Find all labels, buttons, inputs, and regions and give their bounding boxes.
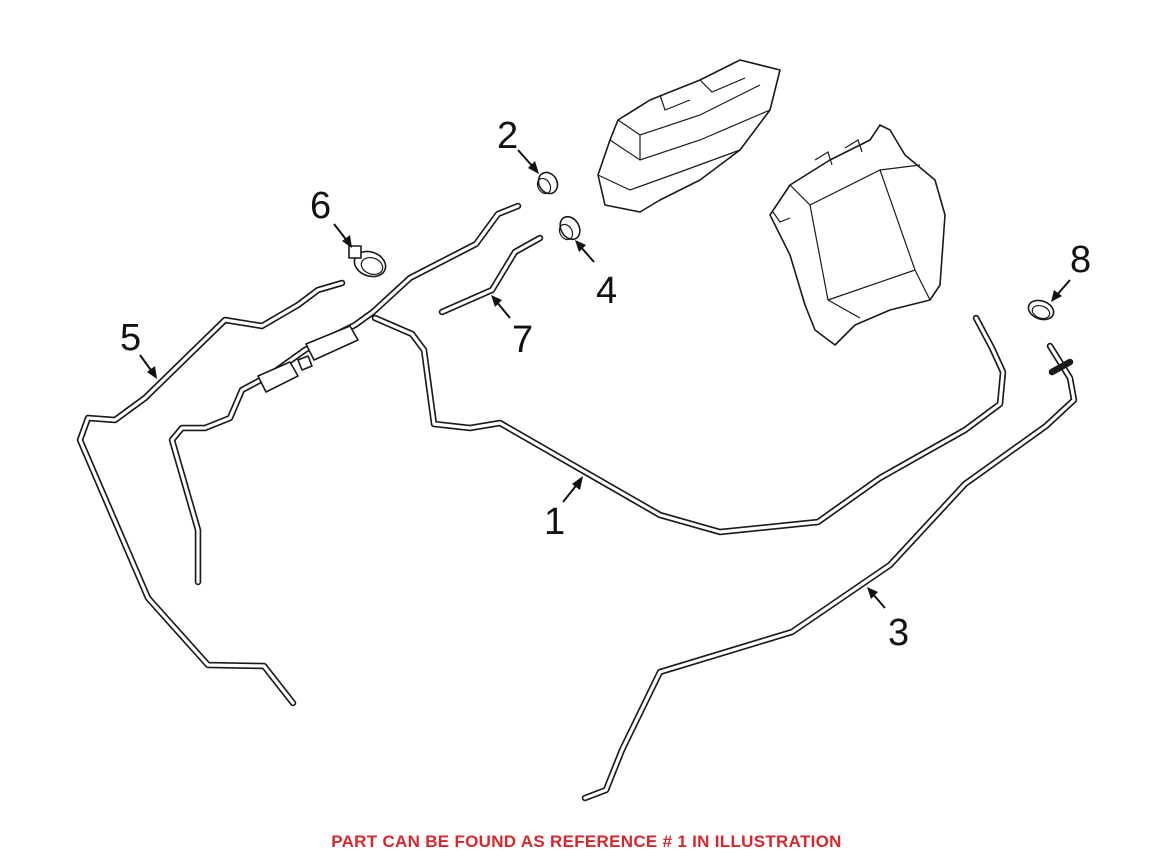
callout-6: 6 (310, 185, 331, 227)
callout-8: 8 (1070, 239, 1091, 281)
callout-7: 7 (512, 319, 533, 361)
tube-part-7 (438, 234, 544, 316)
tube-part-3 (581, 342, 1078, 802)
clamp-part-6 (348, 245, 387, 278)
tube-part-1 (371, 314, 1007, 536)
leader-arrow-3 (867, 587, 886, 609)
upper-housing-part (597, 59, 781, 213)
leader-arrow-7 (491, 295, 511, 319)
callout-1: 1 (544, 501, 565, 543)
tube-with-fittings (168, 202, 522, 586)
leader-arrow-1 (562, 476, 583, 503)
callout-5: 5 (120, 317, 141, 359)
leader-arrow-2 (517, 149, 539, 174)
clamp-part-2 (536, 171, 559, 195)
leader-arrow-6 (333, 223, 352, 248)
callout-3: 3 (888, 612, 909, 654)
reference-note: PART CAN BE FOUND AS REFERENCE # 1 IN IL… (331, 832, 842, 851)
control-module-part (769, 124, 946, 346)
leader-arrow-4 (575, 240, 595, 263)
callout-2: 2 (497, 115, 518, 157)
callout-4: 4 (596, 270, 617, 312)
clamp-part-8 (1027, 299, 1055, 321)
leader-arrow-5 (139, 354, 157, 379)
tube-part-5 (76, 279, 346, 707)
clamp-part-4 (558, 215, 581, 241)
leader-arrow-8 (1051, 279, 1071, 302)
